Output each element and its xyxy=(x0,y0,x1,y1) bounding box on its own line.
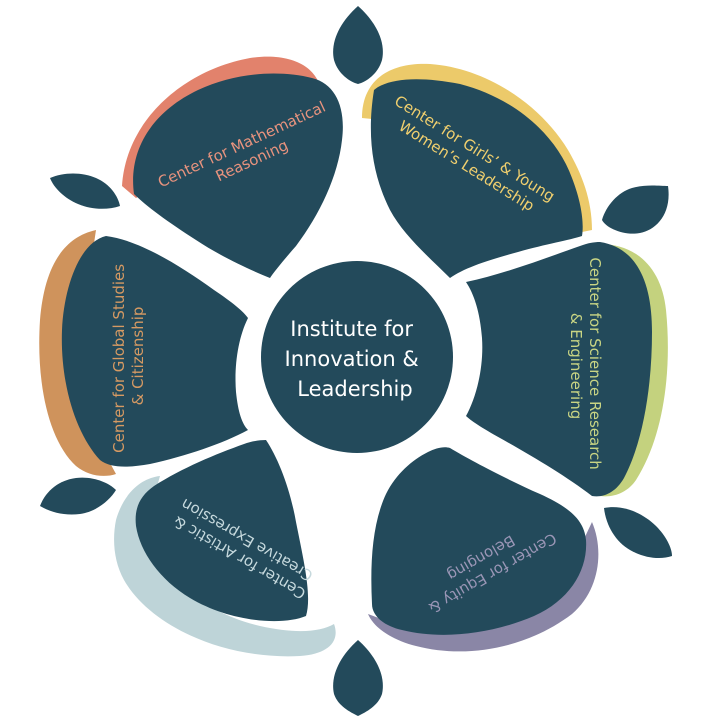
label-science-research-engineering-line-2: & Engineering xyxy=(567,313,585,419)
leaf-bottom xyxy=(333,640,383,716)
hub-title-line-2: Innovation & xyxy=(285,347,419,371)
leaf-upper-left xyxy=(50,173,120,209)
label-science-research-engineering: Center for Science Research & Engineerin… xyxy=(567,257,604,474)
petal-science-research-engineering xyxy=(466,242,652,497)
petal-artistic-creative-expression xyxy=(135,440,309,622)
accent-artistic-creative-expression xyxy=(114,476,336,657)
leaf-upper-right xyxy=(602,185,669,234)
leaf-top xyxy=(333,6,383,84)
petals xyxy=(61,73,652,635)
leaf-lower-left xyxy=(40,477,116,515)
hub-title: Institute for Innovation & Leadership xyxy=(285,317,426,401)
label-global-studies-citizenship: Center for Global Studies & Citizenship xyxy=(110,259,147,453)
petal-mathematical-reasoning xyxy=(133,73,343,278)
label-global-studies-citizenship-line-2: & Citizenship xyxy=(129,307,147,406)
hub-circle xyxy=(261,261,453,453)
hub-title-line-3: Leadership xyxy=(297,377,412,401)
label-global-studies-citizenship-line-1: Center for Global Studies xyxy=(110,264,128,453)
label-science-research-engineering-line-1: Center for Science Research xyxy=(586,257,604,469)
petal-equity-belonging xyxy=(371,447,587,635)
accent-equity-belonging xyxy=(368,522,599,652)
hub-title-line-1: Institute for xyxy=(290,317,413,341)
leaf-lower-right xyxy=(604,507,672,558)
petal-girls-young-womens-leadership xyxy=(370,79,583,278)
petal-global-studies-citizenship xyxy=(61,236,249,467)
leaf-decorations xyxy=(40,6,672,716)
hub: Institute for Innovation & Leadership xyxy=(261,261,453,453)
